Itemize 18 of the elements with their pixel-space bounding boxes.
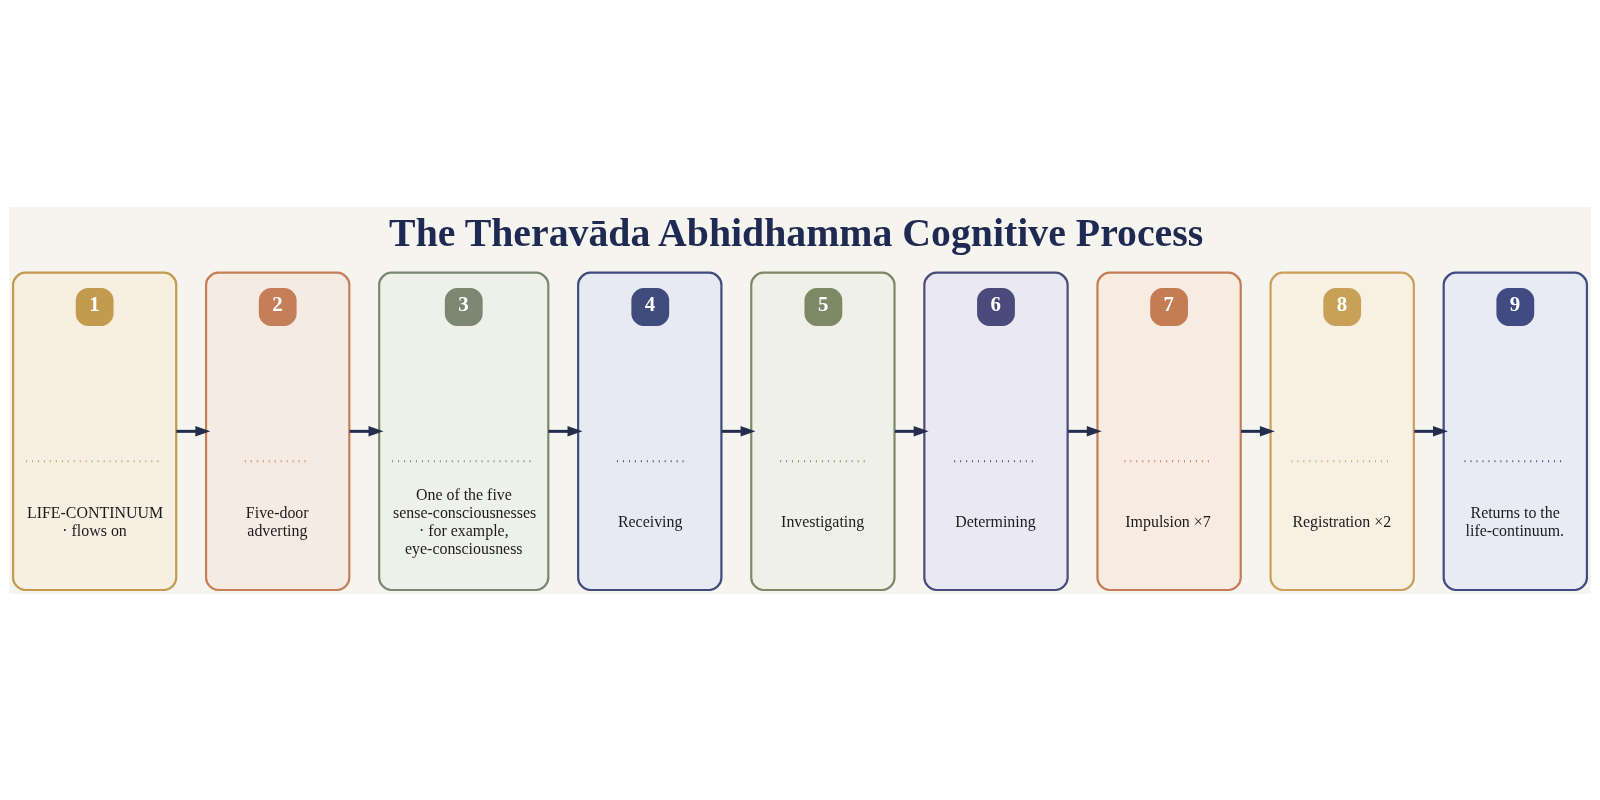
arrow <box>1414 425 1448 437</box>
node-box: 8 Registration ×2 <box>1269 271 1415 591</box>
arrow <box>1241 425 1275 437</box>
arrow <box>1068 425 1102 437</box>
node-box: 5 Investigating <box>750 271 896 591</box>
node-box: 9 Returns to the life-continuum. <box>1442 271 1589 591</box>
node-box: 4 Receiving <box>577 271 723 591</box>
arrow <box>894 425 929 437</box>
arrow <box>721 425 756 437</box>
arrow <box>548 425 583 437</box>
node-box: 7 Impulsion ×7 <box>1096 271 1242 591</box>
diagram-title: The Theravāda Abhidhamma Cognitive Process <box>389 210 1204 255</box>
node-box: 6 Determining <box>923 271 1069 591</box>
node-box: 2 Five-door adverting <box>204 271 351 591</box>
node-box: 3 One of the five sense-consciousnesses · for example, eye-consciousness <box>378 271 550 591</box>
arrow <box>176 425 211 437</box>
arrow <box>349 425 384 437</box>
node-box: 1 LIFE-CONTINUUM · flows on <box>11 271 178 591</box>
